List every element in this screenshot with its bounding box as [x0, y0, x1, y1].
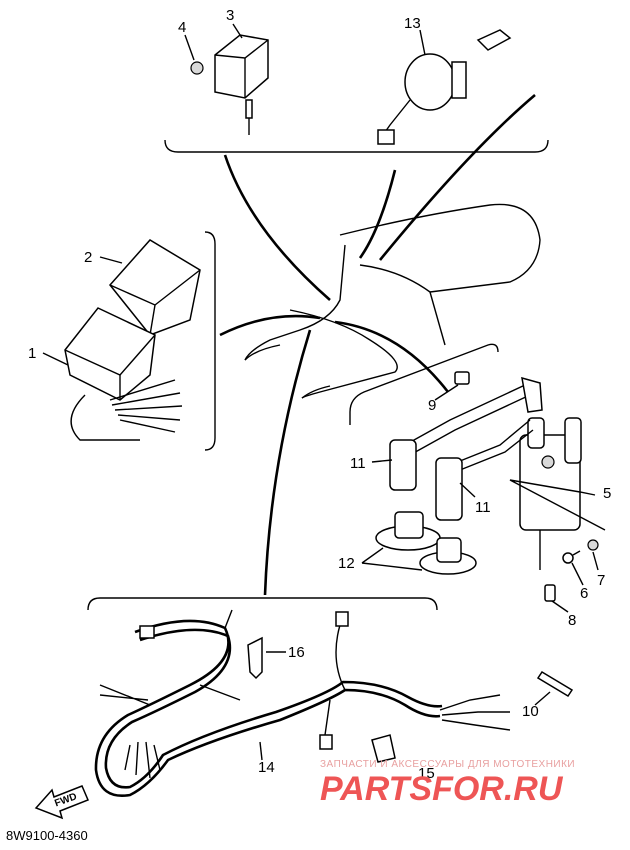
part-10-band — [536, 670, 574, 698]
drawing-code: 8W9100-4360 — [6, 828, 88, 843]
part-11-plug-caps — [389, 376, 543, 521]
bracket-bottom-group — [87, 597, 438, 611]
callout-leaders — [42, 23, 606, 761]
part-6-bolt — [562, 550, 581, 564]
callout-3: 3 — [226, 7, 234, 24]
callout-13: 13 — [404, 15, 421, 32]
callout-16: 16 — [288, 644, 305, 661]
bracket-top-group — [164, 139, 549, 153]
watermark-tagline: ЗАПЧАСТИ И АКСЕССУАРЫ ДЛЯ МОТОТЕХНИКИ — [320, 759, 575, 770]
part-4-nut — [190, 61, 204, 75]
callout-5: 5 — [603, 485, 611, 502]
part-8-terminal — [544, 584, 556, 602]
callout-14: 14 — [258, 759, 275, 776]
callout-11b: 11 — [475, 499, 491, 516]
part-13-switch — [377, 29, 512, 145]
part-7-nut — [587, 539, 599, 551]
callout-1: 1 — [28, 345, 36, 362]
callout-15: 15 — [418, 765, 435, 782]
bracket-right-group — [349, 343, 499, 425]
part-3-relay — [214, 34, 269, 135]
part-9-clip — [454, 371, 470, 385]
part-16-band — [247, 636, 263, 680]
callout-6: 6 — [580, 585, 588, 602]
callout-7: 7 — [597, 572, 605, 589]
callout-4: 4 — [178, 19, 186, 36]
part-12-grommets — [375, 511, 477, 575]
part-14-wire-harness — [94, 609, 511, 798]
watermark-logo: PARTSFOR.RU — [320, 770, 564, 808]
frame-outline — [244, 203, 541, 399]
callout-8: 8 — [568, 612, 576, 629]
callout-10: 10 — [522, 703, 539, 720]
leader-lines — [219, 94, 536, 596]
forward-arrow: FWD — [34, 785, 89, 820]
bracket-left-group — [204, 231, 216, 451]
part-2-bracket — [109, 239, 201, 336]
callout-11a: 11 — [350, 455, 366, 472]
part-1-cdi — [64, 307, 183, 441]
callout-2: 2 — [84, 249, 92, 266]
part-5-ignition-coil — [519, 417, 582, 570]
part-15-clamp — [371, 734, 396, 763]
callout-12: 12 — [338, 555, 355, 572]
callout-9: 9 — [428, 397, 436, 414]
